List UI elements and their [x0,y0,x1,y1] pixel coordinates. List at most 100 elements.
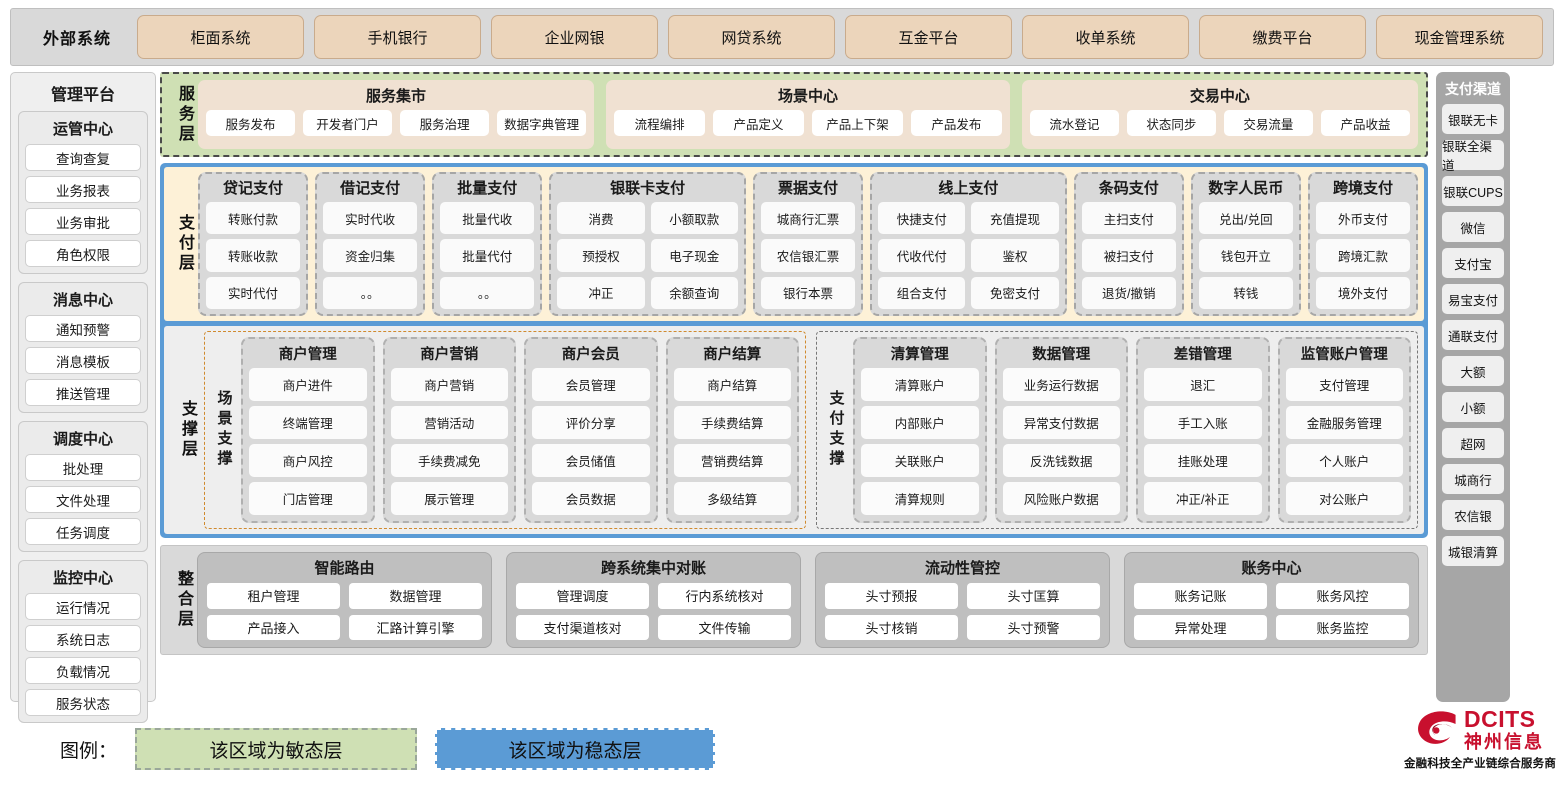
payment-chip[interactable]: 充值提现 [971,202,1059,235]
service-chip[interactable]: 服务治理 [400,110,490,136]
support-chip[interactable]: 挂账处理 [1144,444,1262,477]
service-chip[interactable]: 产品上下架 [812,110,903,136]
integration-chip[interactable]: 数据管理 [349,583,482,609]
payment-chip[interactable]: 转账付款 [206,202,301,235]
payment-chip[interactable]: 实时代付 [206,276,301,309]
sidebar-item[interactable]: 负载情况 [25,657,141,684]
external-system-chip[interactable]: 柜面系统 [137,15,304,59]
payment-chip[interactable]: 转账收款 [206,239,301,272]
integration-chip[interactable]: 文件传输 [658,614,791,640]
external-system-chip[interactable]: 缴费平台 [1199,15,1366,59]
integration-chip[interactable]: 管理调度 [516,583,649,609]
support-chip[interactable]: 风险账户数据 [1002,482,1120,515]
support-chip[interactable]: 个人账户 [1285,444,1403,477]
sidebar-item[interactable]: 运行情况 [25,593,141,620]
support-chip[interactable]: 金融服务管理 [1285,406,1403,439]
sidebar-item[interactable]: 业务审批 [25,208,141,235]
payment-chip[interactable]: 被扫支付 [1081,239,1176,272]
support-chip[interactable]: 业务运行数据 [1002,368,1120,401]
integration-chip[interactable]: 头寸预报 [825,583,958,609]
service-chip[interactable]: 产品收益 [1320,110,1410,136]
support-chip[interactable]: 营销活动 [390,406,508,439]
integration-chip[interactable]: 头寸预警 [967,614,1100,640]
integration-chip[interactable]: 租户管理 [207,583,340,609]
support-chip[interactable]: 营销费结算 [673,444,791,477]
payment-chip[interactable]: 鉴权 [971,239,1059,272]
service-chip[interactable]: 服务发布 [206,110,296,136]
integration-chip[interactable]: 异常处理 [1134,614,1267,640]
support-chip[interactable]: 会员储值 [532,444,650,477]
sidebar-item[interactable]: 任务调度 [25,518,141,545]
service-chip[interactable]: 开发者门户 [303,110,393,136]
payment-chip[interactable]: 消费 [557,202,645,235]
support-chip[interactable]: 清算规则 [861,482,979,515]
payment-channel-item[interactable]: 通联支付 [1442,320,1504,350]
payment-channel-item[interactable]: 城商行 [1442,464,1504,494]
sidebar-item[interactable]: 查询查复 [25,144,141,171]
payment-channel-item[interactable]: 大额 [1442,356,1504,386]
sidebar-item[interactable]: 推送管理 [25,379,141,406]
payment-chip[interactable]: 银行本票 [760,276,856,309]
payment-chip[interactable]: 农信银汇票 [760,239,856,272]
integration-chip[interactable]: 账务记账 [1134,583,1267,609]
payment-chip[interactable]: 兑出/兑回 [1198,202,1293,235]
support-chip[interactable]: 异常支付数据 [1002,406,1120,439]
support-chip[interactable]: 会员数据 [532,482,650,515]
support-chip[interactable]: 清算账户 [861,368,979,401]
integration-chip[interactable]: 头寸核销 [825,614,958,640]
external-system-chip[interactable]: 互金平台 [845,15,1012,59]
integration-chip[interactable]: 行内系统核对 [658,583,791,609]
support-chip[interactable]: 冲正/补正 [1144,482,1262,515]
service-chip[interactable]: 产品发布 [910,110,1002,136]
payment-chip[interactable]: 冲正 [557,276,645,309]
sidebar-item[interactable]: 业务报表 [25,176,141,203]
support-chip[interactable]: 商户结算 [673,368,791,401]
sidebar-item[interactable]: 文件处理 [25,486,141,513]
payment-channel-item[interactable]: 银联全渠道 [1442,140,1504,173]
sidebar-item[interactable]: 服务状态 [25,689,141,716]
payment-channel-item[interactable]: 城银清算 [1442,536,1504,566]
integration-chip[interactable]: 头寸匡算 [967,583,1100,609]
payment-channel-item[interactable]: 易宝支付 [1442,284,1504,314]
service-chip[interactable]: 交易流量 [1223,110,1313,136]
service-chip[interactable]: 数据字典管理 [497,110,587,136]
support-chip[interactable]: 门店管理 [249,482,367,515]
payment-chip[interactable]: 主扫支付 [1081,202,1176,235]
payment-chip[interactable]: 资金归集 [323,239,418,272]
integration-chip[interactable]: 汇路计算引擎 [349,614,482,640]
integration-chip[interactable]: 账务风控 [1276,583,1409,609]
payment-chip[interactable]: 批量代收 [440,202,535,235]
integration-chip[interactable]: 产品接入 [207,614,340,640]
support-chip[interactable]: 手续费减免 [390,444,508,477]
support-chip[interactable]: 对公账户 [1285,482,1403,515]
payment-chip[interactable]: 转钱 [1198,276,1293,309]
support-chip[interactable]: 支付管理 [1285,368,1403,401]
support-chip[interactable]: 商户营销 [390,368,508,401]
payment-channel-item[interactable]: 农信银 [1442,500,1504,530]
payment-chip[interactable]: 电子现金 [650,239,738,272]
payment-chip[interactable]: 快捷支付 [878,202,966,235]
support-chip[interactable]: 手工入账 [1144,406,1262,439]
payment-chip[interactable]: 预授权 [557,239,645,272]
external-system-chip[interactable]: 网贷系统 [668,15,835,59]
payment-chip[interactable]: 组合支付 [878,276,966,309]
support-chip[interactable]: 会员管理 [532,368,650,401]
payment-chip[interactable]: 实时代收 [323,202,418,235]
sidebar-item[interactable]: 消息模板 [25,347,141,374]
payment-channel-item[interactable]: 支付宝 [1442,248,1504,278]
service-chip[interactable]: 流程编排 [614,110,706,136]
payment-channel-item[interactable]: 银联CUPS [1442,176,1504,206]
payment-chip[interactable]: 。。 [323,276,418,309]
sidebar-item[interactable]: 角色权限 [25,240,141,267]
external-system-chip[interactable]: 企业网银 [491,15,658,59]
payment-channel-item[interactable]: 小额 [1442,392,1504,422]
payment-chip[interactable]: 余额查询 [650,276,738,309]
support-chip[interactable]: 反洗钱数据 [1002,444,1120,477]
external-system-chip[interactable]: 现金管理系统 [1376,15,1543,59]
service-chip[interactable]: 流水登记 [1029,110,1119,136]
payment-chip[interactable]: 代收代付 [878,239,966,272]
support-chip[interactable]: 关联账户 [861,444,979,477]
support-chip[interactable]: 手续费结算 [673,406,791,439]
integration-chip[interactable]: 账务监控 [1276,614,1409,640]
payment-chip[interactable]: 城商行汇票 [760,202,856,235]
